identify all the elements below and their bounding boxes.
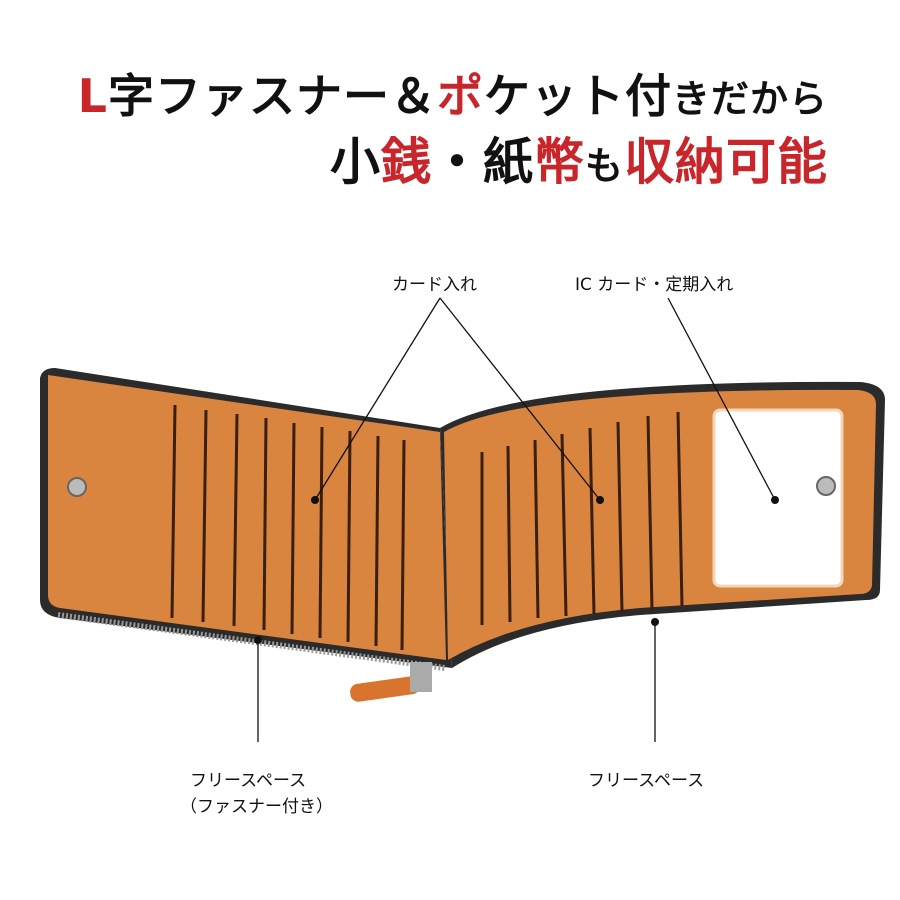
label-free-space-left-note: （ファスナー付き） [180, 797, 333, 817]
wallet-left-inner [48, 375, 446, 660]
headline-segment: きだから [671, 77, 828, 121]
snap-button-right [816, 476, 836, 496]
headline-segment: 銭 [380, 133, 432, 191]
card-slots-left [170, 404, 406, 651]
headline-segment: ケット付 [483, 69, 672, 123]
headline-segment: も [584, 144, 624, 188]
label-free-space-left: フリースペース [190, 771, 307, 791]
headline-segment: 収納可能 [624, 133, 828, 191]
leader-lines [257, 297, 776, 742]
card-slots-right [480, 411, 684, 625]
leader-dots [254, 496, 779, 644]
headline-segment: ・紙 [431, 133, 534, 191]
zipper-pull [350, 676, 420, 702]
headline-segment: 幣 [533, 133, 585, 191]
headline-segment: 字ファスナー＆ [107, 69, 437, 123]
headline-line-2: 小銭・紙幣も収納可能 [330, 122, 828, 194]
headline-segment: 小 [329, 133, 381, 191]
label-free-space-right: フリースペース [588, 771, 705, 791]
label-card-slots: カード入れ [392, 275, 477, 295]
headline-line-1: L字ファスナー＆ポケット付きだから [78, 60, 828, 126]
snap-button-left [67, 477, 87, 497]
headline-segment: ポ [436, 69, 484, 123]
headline-segment: L [77, 69, 108, 123]
zipper [57, 612, 446, 671]
label-ic-card: IC カード・定期入れ [575, 275, 734, 295]
